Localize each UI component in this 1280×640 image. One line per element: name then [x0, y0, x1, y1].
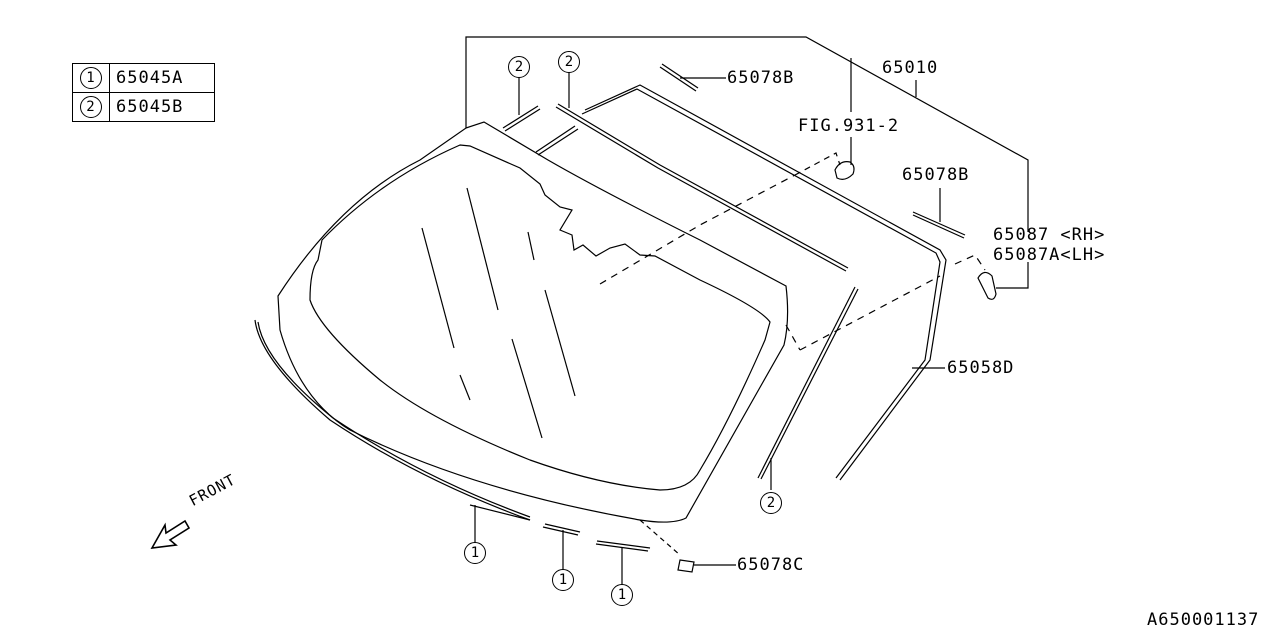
mirror-base-part	[834, 161, 855, 180]
front-arrow-icon	[150, 519, 191, 549]
label-65078B-top: 65078B	[727, 68, 795, 88]
windshield-outer	[277, 121, 789, 523]
callout-2: 2	[760, 492, 782, 514]
callout-2: 2	[558, 51, 580, 73]
label-65058D: 65058D	[947, 358, 1015, 378]
parts-legend-table: 1 65045A 2 65045B	[72, 63, 215, 122]
label-fig-ref: FIG.931-2	[798, 116, 900, 136]
bracket-part	[977, 271, 997, 300]
legend-part-number: 65045A	[109, 63, 215, 93]
label-65078B-right: 65078B	[902, 165, 970, 185]
assembly-bracket-line	[465, 36, 1029, 232]
callout-1: 1	[611, 584, 633, 606]
mirror-dash	[794, 152, 841, 176]
label-65010: 65010	[882, 58, 939, 78]
label-65078C: 65078C	[737, 555, 805, 575]
windshield-inner	[309, 144, 771, 491]
callout-1: 1	[464, 542, 486, 564]
diagram-id: A650001137	[1147, 610, 1260, 630]
legend-row: 1 65045A	[72, 63, 215, 93]
legend-row: 2 65045B	[72, 92, 215, 122]
upper-molding-frame	[584, 84, 947, 481]
clip-part	[677, 559, 695, 573]
callout-number: 2	[80, 96, 102, 118]
label-65087-rh: 65087 <RH>	[993, 225, 1106, 245]
upper-molding-2	[557, 103, 849, 269]
legend-part-number: 65045B	[109, 92, 215, 122]
callout-number: 1	[80, 67, 102, 89]
callout-2: 2	[508, 56, 530, 78]
lower-molding	[254, 319, 531, 521]
callout-1: 1	[552, 569, 574, 591]
label-65087A-lh: 65087A<LH>	[993, 245, 1106, 265]
